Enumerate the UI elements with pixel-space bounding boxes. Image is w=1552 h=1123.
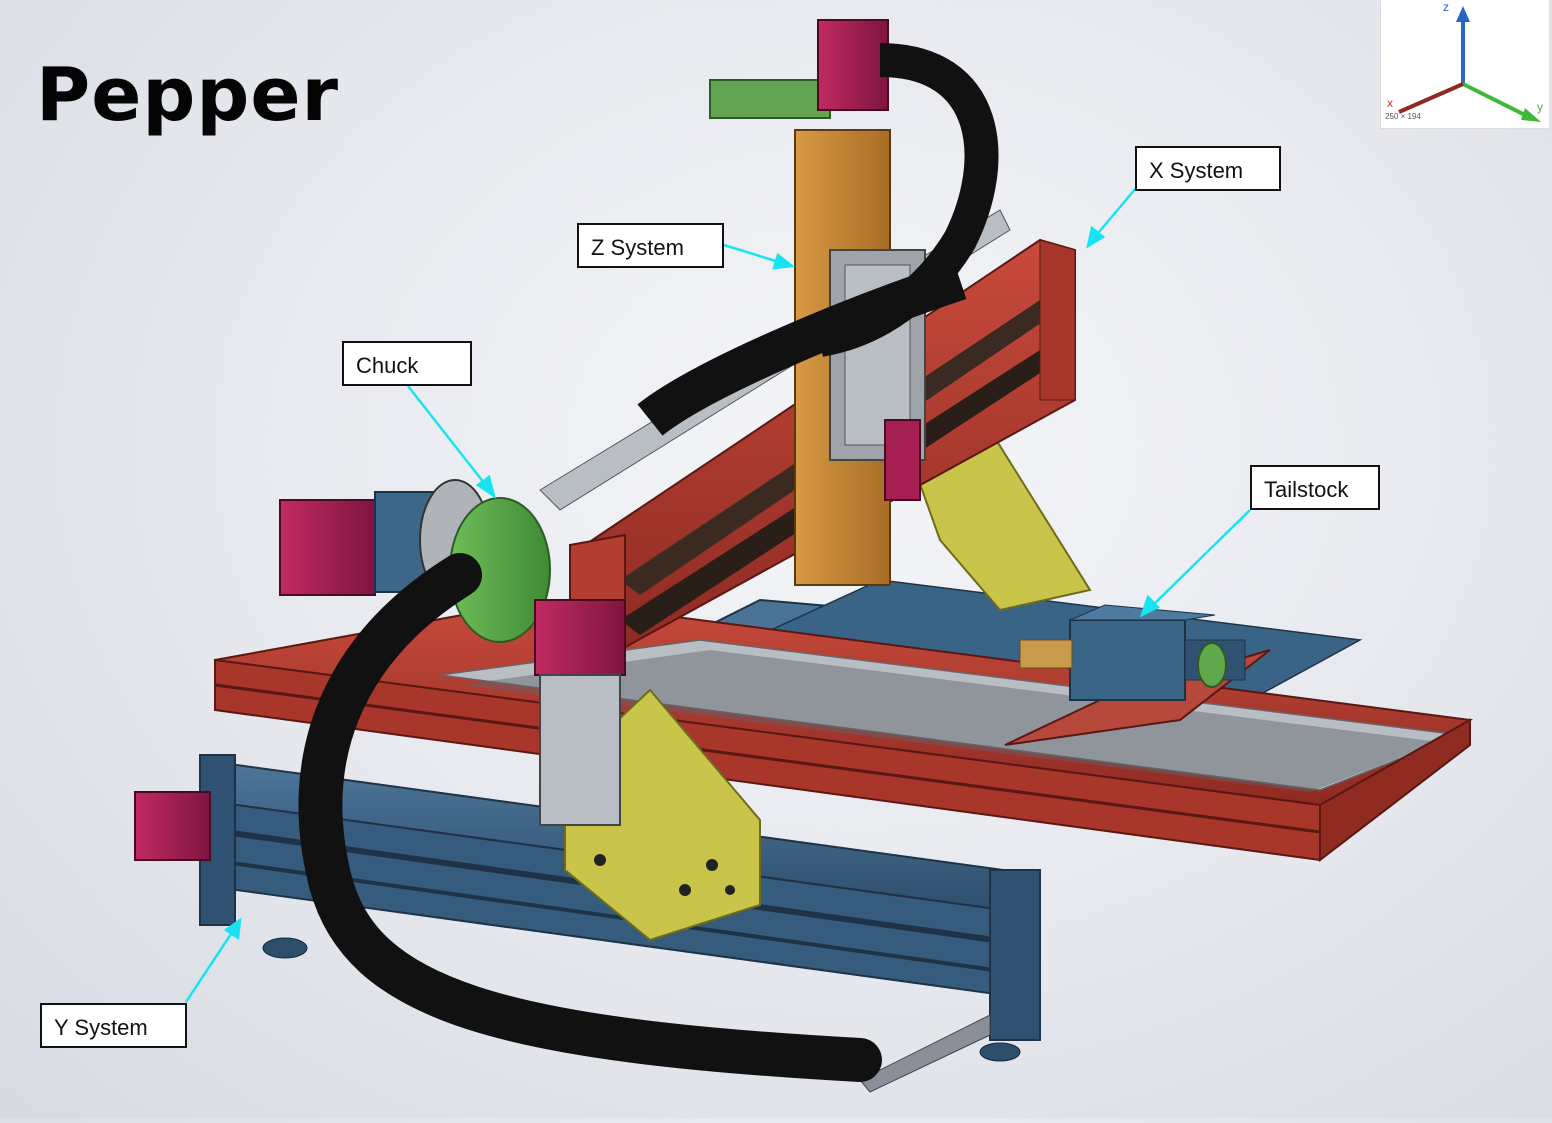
triad-z-label: z xyxy=(1443,0,1449,14)
z-system-arrowhead xyxy=(772,252,796,270)
y-system-arrowhead xyxy=(223,917,242,941)
red-rail-frame xyxy=(214,598,1474,863)
callout-y-system-label: Y System xyxy=(54,1015,148,1040)
cable-carriers xyxy=(298,43,999,1082)
callout-tailstock: Tailstock xyxy=(1250,465,1380,510)
callout-chuck: Chuck xyxy=(342,341,472,386)
triad-y-label: y xyxy=(1537,100,1543,114)
triad-axes-icon xyxy=(1398,6,1541,122)
chuck-arrowhead xyxy=(475,474,497,499)
tailstock-arrow xyxy=(1149,509,1251,609)
callout-arrows xyxy=(184,187,1251,1003)
callout-z-system: Z System xyxy=(577,223,724,268)
tailstock xyxy=(1004,604,1271,746)
orientation-triad[interactable]: z y x 250 × 194 xyxy=(1380,0,1549,129)
callout-chuck-label: Chuck xyxy=(356,353,419,378)
chuck-arrow xyxy=(407,385,489,489)
triad-x-label: x xyxy=(1387,96,1393,110)
y-system-arrow xyxy=(184,927,237,1003)
callout-x-system: X System xyxy=(1135,146,1281,191)
callout-y-system: Y System xyxy=(40,1003,187,1048)
x-system-arrow xyxy=(1093,187,1137,239)
callout-tailstock-label: Tailstock xyxy=(1264,477,1349,502)
y-motor xyxy=(134,791,211,861)
x-system-arrowhead xyxy=(1086,225,1106,249)
callout-z-system-label: Z System xyxy=(591,235,684,260)
triad-size-note: 250 × 194 xyxy=(1385,112,1421,121)
page-title: Pepper xyxy=(36,52,340,138)
z-system-arrow xyxy=(723,243,783,265)
tailstock-arrowhead xyxy=(1139,594,1161,618)
chuck-assembly xyxy=(279,479,626,826)
callout-x-system-label: X System xyxy=(1149,158,1244,183)
